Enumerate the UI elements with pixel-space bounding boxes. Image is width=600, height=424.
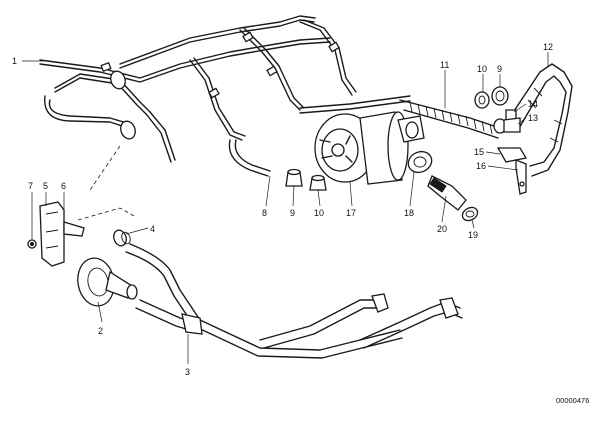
callout-6: 6 <box>61 181 66 191</box>
callout-13: 13 <box>528 113 538 123</box>
vacuum-pump <box>77 257 138 307</box>
reference-dashed-line-lower <box>77 207 135 221</box>
connector-13 <box>493 117 521 134</box>
callout-10-center: 10 <box>314 208 324 218</box>
callout-2: 2 <box>98 326 103 336</box>
rubber-cap-10-center <box>309 174 327 191</box>
callout-9-right: 9 <box>497 64 502 74</box>
callout-7: 7 <box>28 181 33 191</box>
callout-14: 14 <box>528 99 538 109</box>
callout-4: 4 <box>150 224 155 234</box>
callout-labels: 1 7 5 6 4 2 3 8 9 10 17 18 20 19 11 10 9… <box>12 42 589 405</box>
valve-assembly <box>407 150 479 222</box>
rubber-cap-9-right <box>491 86 509 106</box>
callout-11: 11 <box>440 60 449 70</box>
callout-15: 15 <box>474 147 484 157</box>
callout-10-right: 10 <box>477 64 487 74</box>
callout-8: 8 <box>262 208 267 218</box>
mounting-bracket <box>27 201 85 267</box>
callout-19: 19 <box>468 230 478 240</box>
document-number: 00000476 <box>556 396 589 405</box>
corrugated-hose <box>399 99 501 139</box>
bracket-clip <box>496 147 528 195</box>
rubber-cap-10-right <box>474 91 490 109</box>
callout-9-center: 9 <box>290 208 295 218</box>
vacuum-unit <box>314 111 425 185</box>
callout-5: 5 <box>43 181 48 191</box>
vacuum-pipe-harness <box>39 15 411 177</box>
callout-18: 18 <box>404 208 414 218</box>
hose-clamp <box>113 229 131 247</box>
callout-1: 1 <box>12 56 17 66</box>
callout-3: 3 <box>185 367 190 377</box>
callout-20: 20 <box>437 224 447 234</box>
callout-17: 17 <box>346 208 356 218</box>
bent-hose <box>507 63 573 177</box>
reference-dashed-line <box>89 145 121 191</box>
callout-12: 12 <box>543 42 553 52</box>
lower-hose-assembly <box>125 243 463 359</box>
leader-lines <box>22 52 549 364</box>
rubber-cap-9-center <box>285 168 303 187</box>
callout-16: 16 <box>476 161 486 171</box>
